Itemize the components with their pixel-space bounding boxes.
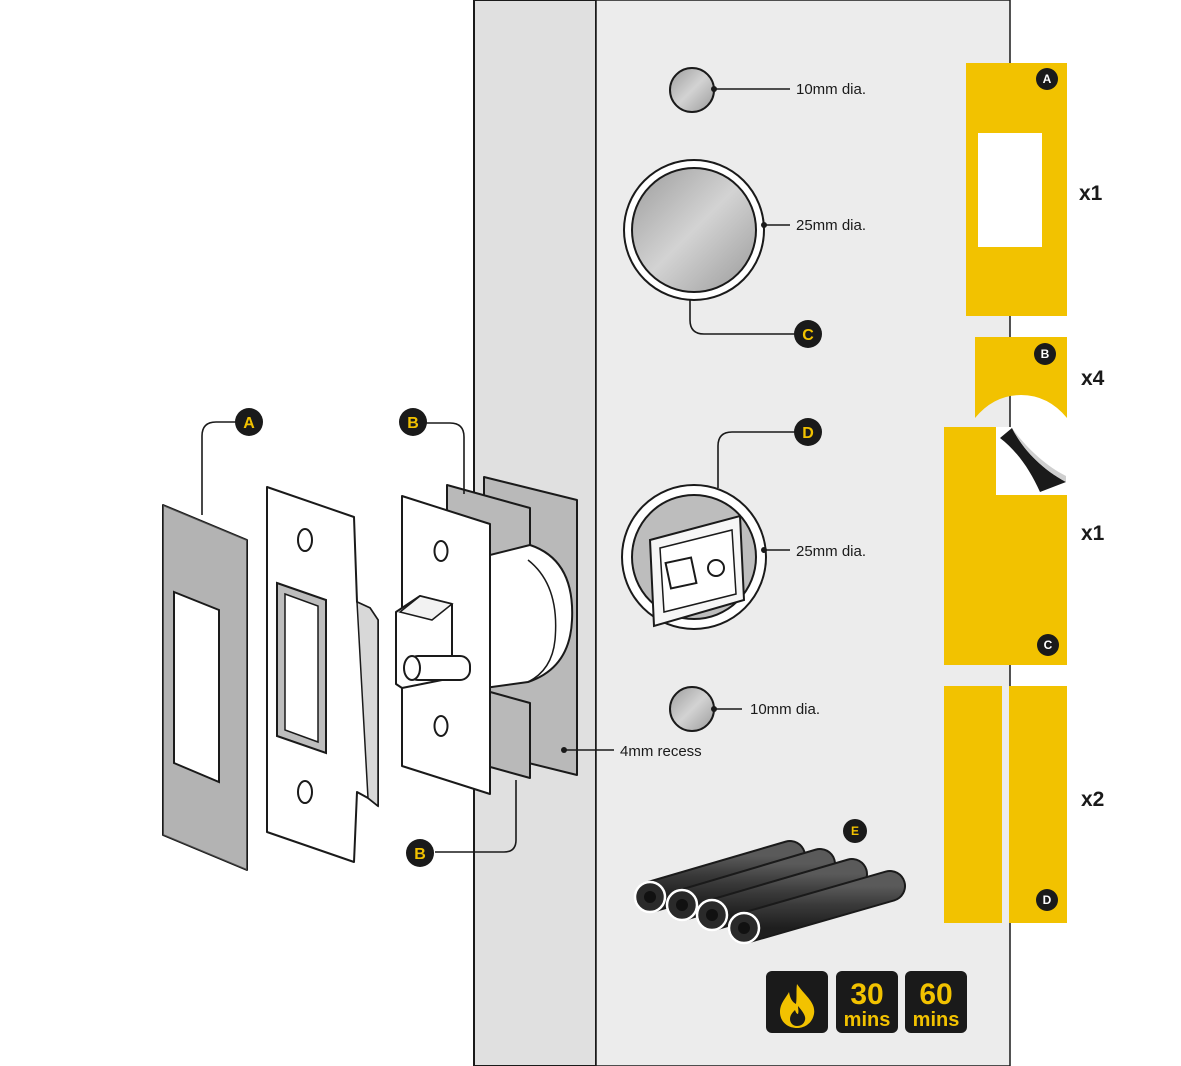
callout-b-upper: B: [399, 408, 427, 436]
top-hole-label: 10mm dia.: [796, 81, 866, 98]
top-hole: 10mm dia.: [669, 67, 866, 113]
bottom-hole: 10mm dia.: [669, 686, 820, 732]
lower-bore-label: 25mm dia.: [796, 543, 866, 560]
rating-60-unit: mins: [913, 1009, 960, 1031]
leader-b-lower: [435, 780, 517, 853]
leader-b-upper: [426, 422, 465, 494]
callout-marker-icon: [235, 408, 263, 436]
lower-bore-with-sleeve-d: 25mm dia.: [621, 431, 866, 630]
callout-c-bore: C: [794, 320, 822, 348]
rating-60-value: 60: [919, 978, 952, 1011]
intumescent-tube-icon: [633, 840, 806, 914]
rating-30-badge: 30 mins: [836, 971, 898, 1033]
rating-30-value: 30: [850, 978, 883, 1011]
kit-qty-c: x1: [1081, 522, 1105, 545]
kit-qty-d: x2: [1081, 788, 1104, 811]
callout-b-lower: B: [406, 839, 434, 867]
callout-letter: B: [414, 846, 426, 863]
callout-d-bore: D: [794, 418, 822, 446]
flame-icon: [780, 984, 815, 1028]
fire-rating-badges: 30 mins 60 mins: [766, 971, 967, 1033]
kit-letter-b: B: [1041, 347, 1050, 361]
latch-body: [469, 544, 574, 691]
callout-marker-icon: [794, 418, 822, 446]
kit-qty-b: x4: [1081, 367, 1105, 390]
kit-letter-a: A: [1043, 72, 1052, 86]
exploded-latch-assembly: [162, 421, 614, 871]
callout-e: E: [843, 819, 867, 843]
rating-60-badge: 60 mins: [905, 971, 967, 1033]
callout-letter: A: [243, 415, 255, 432]
intumescent-pad-a: [162, 504, 248, 871]
callout-marker-icon: [1036, 68, 1058, 90]
upper-bore-label: 25mm dia.: [796, 217, 866, 234]
intumescent-tube-icon: [665, 848, 836, 922]
callout-a-assembly: A: [235, 408, 263, 436]
intumescent-tube-icon: [695, 858, 868, 932]
kit-piece-b: B x4: [975, 337, 1105, 418]
callout-letter: D: [802, 425, 814, 442]
latch-bolt: [395, 595, 471, 689]
callout-marker-icon: [1036, 889, 1058, 911]
kit-piece-a: A x1: [966, 63, 1103, 316]
intumescent-tube-icon: [727, 870, 906, 945]
callout-marker-icon: [1037, 634, 1059, 656]
strike-plate: [266, 486, 379, 863]
callout-marker-icon: [399, 408, 427, 436]
callout-marker-icon: [794, 320, 822, 348]
bottom-hole-label: 10mm dia.: [750, 701, 820, 718]
callout-letter: B: [407, 415, 419, 432]
callout-letter: C: [802, 327, 814, 344]
recess-label: 4mm recess: [620, 743, 702, 760]
kit-piece-d: D x2: [944, 686, 1104, 923]
callout-marker-icon: [1034, 343, 1056, 365]
callout-marker-icon: [843, 819, 867, 843]
kit-letter-c: C: [1044, 638, 1053, 652]
kit-letter-d: D: [1043, 893, 1052, 907]
upper-bore-with-sleeve-c: 25mm dia.: [623, 159, 866, 335]
leader-a: [201, 421, 236, 515]
fire-badge: [766, 971, 828, 1033]
rating-30-unit: mins: [844, 1009, 891, 1031]
kit-qty-a: x1: [1079, 182, 1103, 205]
kit-piece-c: C x1: [944, 427, 1105, 665]
kit-contents: A x1 B x4 C x1 D x2: [944, 63, 1105, 923]
intumescent-tubes-e: [633, 840, 906, 945]
callout-marker-icon: [406, 839, 434, 867]
callout-letter: E: [851, 824, 859, 838]
